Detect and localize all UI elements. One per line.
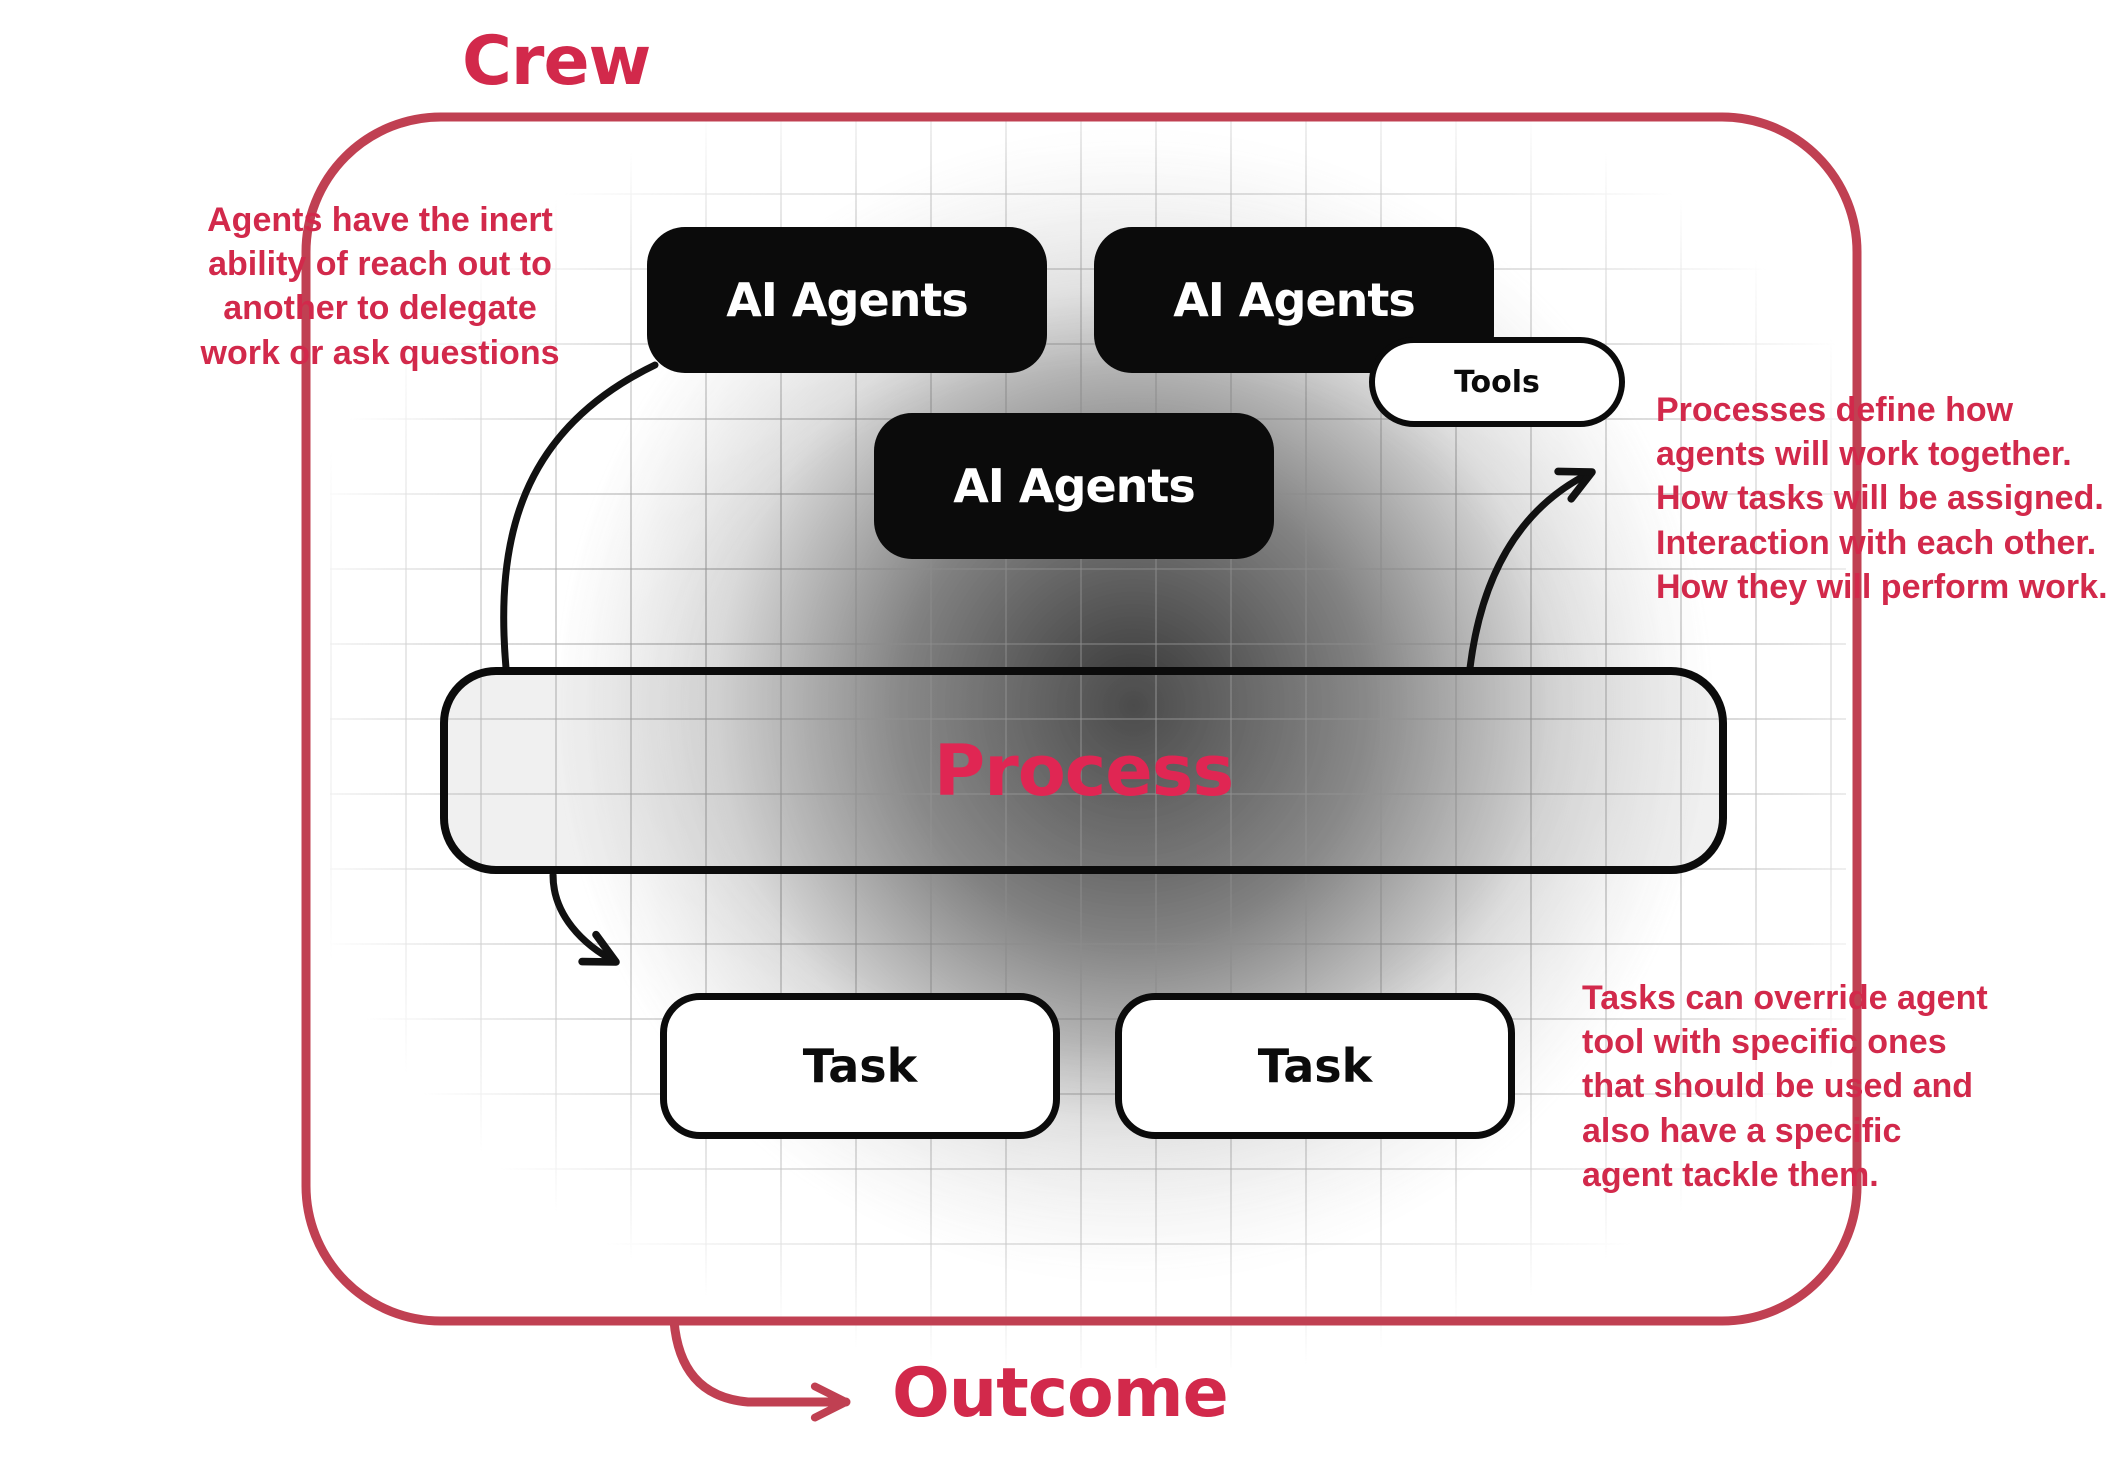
ai-agents-label: AI Agents bbox=[1173, 273, 1416, 327]
task-box-2: Task bbox=[1115, 993, 1515, 1139]
annotation-tasks: Tasks can override agent tool with speci… bbox=[1582, 979, 1988, 1194]
ai-agents-box-1: AI Agents bbox=[647, 227, 1047, 373]
process-to-task-arrow bbox=[549, 871, 620, 966]
outcome-title: Outcome bbox=[892, 1354, 1229, 1433]
tools-label: Tools bbox=[1454, 364, 1540, 400]
process-label: Process bbox=[933, 729, 1234, 812]
ai-agents-box-3: AI Agents bbox=[874, 413, 1274, 559]
grid-background bbox=[330, 118, 1846, 1368]
task-box-1: Task bbox=[660, 993, 1060, 1139]
agent-to-process-connector bbox=[500, 361, 659, 672]
ai-agents-label: AI Agents bbox=[953, 459, 1196, 513]
crew-title: Crew bbox=[462, 22, 651, 101]
crew-boundary bbox=[301, 112, 1862, 1326]
annotation-left: Agents have the inert ability of reach o… bbox=[200, 201, 560, 372]
task-label: Task bbox=[1257, 1039, 1373, 1093]
annotation-process: Processes define how agents will work to… bbox=[1656, 391, 2108, 606]
process-to-note-arrow bbox=[1466, 467, 1596, 672]
tools-pill: Tools bbox=[1369, 337, 1625, 427]
process-box: Process bbox=[440, 667, 1727, 874]
ai-agents-label: AI Agents bbox=[726, 273, 969, 327]
outcome-arrow bbox=[669, 1316, 851, 1422]
task-label: Task bbox=[802, 1039, 918, 1093]
